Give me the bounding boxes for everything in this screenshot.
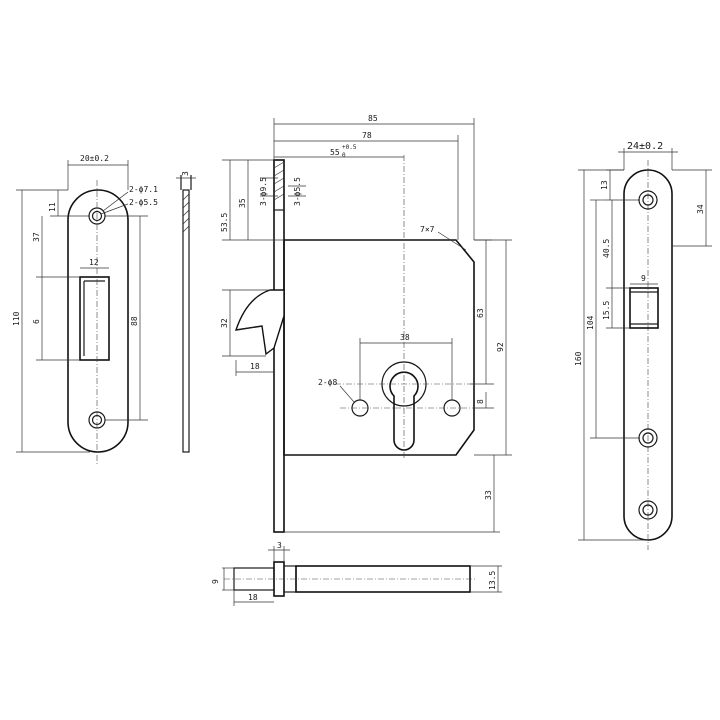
front-d88-label: 88 [130,316,139,326]
body-d55-label: 55 [330,148,340,157]
front-plate-outline [67,189,129,453]
lock-body-view: 85 78 55 +0.5 0 53.5 35 3-ϕ9.5 3-ϕ5.5 7×… [220,114,512,533]
body-faceplate [273,159,285,533]
strike-d104-label: 104 [586,315,595,330]
body-d92-label: 92 [496,342,505,352]
strike-d13-label: 13 [600,180,609,190]
strike-width-label: 24±0.2 [627,141,663,152]
bolt-d13-5-label: 13.5 [488,571,497,590]
bolt-d18-label: 18 [248,593,258,602]
body-d35-label: 35 [238,198,247,208]
strike-top-hole-inner [642,194,654,206]
body-d38-label: 38 [400,333,410,342]
body-case-outline [283,239,475,456]
strike-bottom-hole [638,500,658,520]
body-d55-tol-label: +0.5 [342,144,357,151]
body-hole-95-label: 3-ϕ9.5 [259,177,268,206]
body-d32-label: 32 [220,318,229,328]
strike-slot [629,287,659,329]
front-plate-width-label: 20±0.2 [80,154,109,163]
body-hole-55-label: 3-ϕ5.5 [293,177,302,206]
body-hole-8-label: 2-ϕ8 [318,378,337,387]
strike-plate-view: 24±0.2 13 34 40.5 9 15.5 104 160 [574,141,712,550]
edge-d3-label: 3 [181,171,190,176]
body-d85-label: 85 [368,114,378,123]
bolt-d9-label: 9 [211,579,220,584]
strike-d15-5-label: 15.5 [602,301,611,320]
strike-mid-hole-inner [642,432,654,444]
front-hole-label-1: 2-ϕ7.1 [129,185,158,194]
body-chamfer-label: 7×7 [420,225,435,234]
body-d55-tol2-label: 0 [342,152,346,159]
front-d37-label: 37 [32,232,41,242]
body-d18-label: 18 [250,362,260,371]
strike-d40-5-label: 40.5 [602,239,611,258]
front-d110-label: 110 [12,311,21,326]
front-d11-label: 11 [48,202,57,212]
edge-plate-outline [182,189,190,453]
strike-d9-label: 9 [641,274,646,283]
strike-d160-label: 160 [574,351,583,366]
front-d6-label: 6 [32,319,41,324]
front-plate-view: 20±0.2 2-ϕ7.1 2-ϕ5.5 11 37 12 6 110 88 [12,154,158,465]
strike-bottom-hole-inner [642,504,654,516]
front-d12-label: 12 [89,258,99,267]
body-d33-label: 33 [484,490,493,500]
bolt-view: 3 9 18 13.5 [211,541,502,606]
hook-bolt [234,289,285,356]
edge-profile-view: 3 [176,171,196,453]
front-latch-slot [79,276,110,361]
front-top-screw-inner [91,210,103,222]
body-d78-label: 78 [362,131,372,140]
body-d63-label: 63 [476,308,485,318]
body-d53-5-label: 53.5 [220,213,229,232]
front-hole-label-2: 2-ϕ5.5 [129,198,158,207]
strike-d34-label: 34 [696,204,705,214]
body-d8-label: 8 [476,399,485,404]
bolt-d3-label: 3 [277,541,282,550]
euro-cylinder-cutout [389,371,419,451]
